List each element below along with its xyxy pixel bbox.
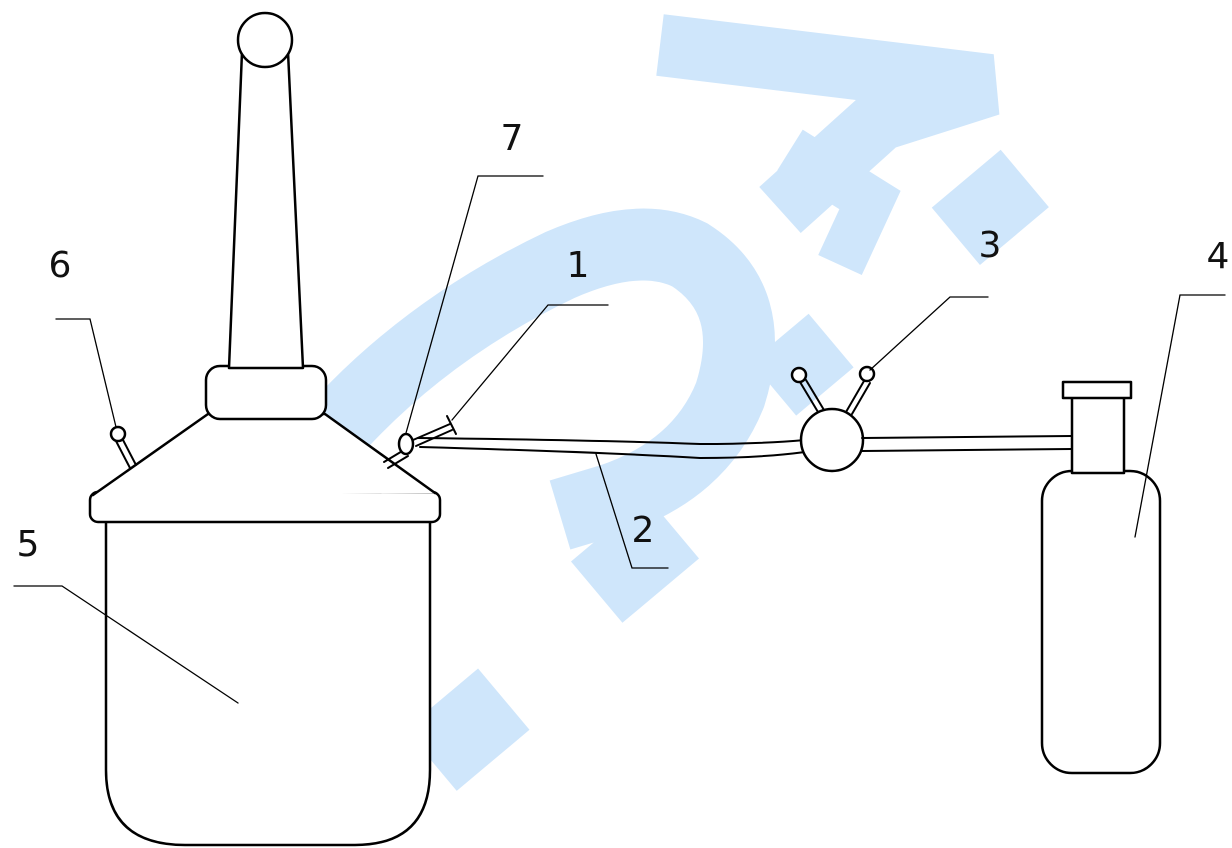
bushing-ball: [236, 11, 294, 69]
callout-labels: 7 6 1 3 4 2 5: [17, 118, 1230, 565]
inlet-fitting: [412, 415, 457, 447]
leader-2: [595, 453, 669, 569]
cylinder-body: [1040, 469, 1162, 775]
leader-4: [1134, 294, 1226, 538]
test-vessel: [88, 11, 442, 847]
pressure-regulator: [790, 365, 876, 473]
hose-lower: [419, 446, 806, 460]
leader-lines: [13, 175, 1226, 704]
insulator-bushing: [227, 50, 305, 370]
cylinder-cap: [1061, 380, 1133, 400]
watermark-glyph-lower: [570, 497, 700, 623]
gas-hose: [417, 437, 806, 460]
watermark-stroke-diag: [777, 129, 901, 276]
watermark-logo: [210, 0, 1049, 791]
cylinder-neck: [1070, 395, 1126, 475]
connector-nut: [397, 432, 415, 456]
side-valve-knob: [109, 425, 127, 443]
vessel-rim: [88, 490, 442, 524]
watermark-glyph-mid: [751, 313, 854, 416]
gauge-knob-left: [790, 366, 808, 384]
gauge-stem-left-a: [799, 381, 819, 413]
connector-neck-2: [387, 455, 409, 469]
supply-pipe-upper: [861, 435, 1073, 439]
callout-4: 4: [1207, 236, 1230, 277]
supply-pipe-lower: [861, 448, 1073, 452]
callout-3: 3: [979, 225, 1002, 266]
gauge-stem-right-a: [845, 380, 865, 413]
gauge-stem-left-b: [805, 379, 825, 411]
side-valve-stem-2: [115, 440, 131, 469]
watermark-glyph-top: [931, 149, 1049, 266]
watermark-accent: [735, 0, 830, 22]
watermark-glyph-bottom: [405, 668, 530, 791]
fitting-cap: [446, 415, 457, 435]
callout-7: 7: [501, 118, 524, 159]
supply-pipe: [861, 435, 1073, 452]
leader-5: [13, 585, 239, 704]
gas-cylinder: [1040, 380, 1162, 775]
gauge-knob-right: [858, 365, 876, 383]
callout-6: 6: [49, 245, 72, 286]
callout-1: 1: [567, 245, 590, 286]
vessel-body: [104, 518, 432, 847]
bushing-collar: [204, 364, 328, 421]
gauge-stem-right-b: [851, 382, 871, 415]
leader-1: [451, 304, 609, 421]
callout-5: 5: [17, 524, 40, 565]
leader-7: [405, 175, 544, 434]
hose-upper: [417, 437, 806, 446]
side-valve: [109, 425, 137, 469]
leader-3: [869, 296, 989, 371]
watermark-arc: [210, 208, 775, 649]
leader-6: [55, 318, 117, 428]
regulator-body: [799, 407, 865, 473]
inlet-connector: [383, 432, 415, 469]
side-valve-stem: [121, 437, 137, 466]
callout-2: 2: [632, 510, 655, 551]
